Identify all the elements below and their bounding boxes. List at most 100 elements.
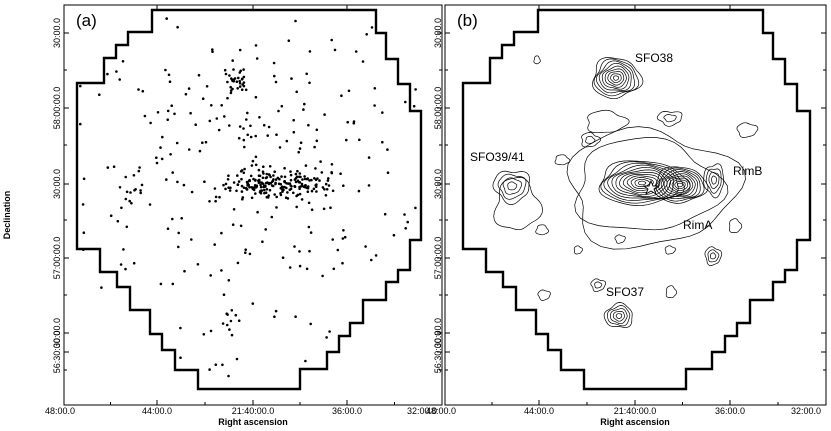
source-point bbox=[242, 186, 246, 189]
source-point bbox=[194, 123, 197, 126]
source-point bbox=[331, 238, 335, 241]
source-point bbox=[336, 248, 340, 252]
y-tick-label: 56:30:00.0 bbox=[433, 331, 443, 374]
source-point bbox=[137, 88, 140, 91]
contour-line bbox=[600, 161, 685, 204]
source-point bbox=[315, 139, 319, 143]
panel-a-y-ticks: 30:00.058:00:00.030:00.057:00:00.030:00.… bbox=[52, 18, 442, 373]
source-point bbox=[330, 171, 334, 175]
panel-b-label: (b) bbox=[457, 11, 478, 30]
source-point bbox=[129, 191, 132, 194]
source-point bbox=[165, 178, 168, 181]
contour-line bbox=[665, 285, 678, 299]
source-point bbox=[140, 183, 144, 187]
source-point bbox=[205, 85, 209, 88]
source-point bbox=[308, 81, 311, 85]
source-point bbox=[245, 118, 248, 121]
source-point bbox=[221, 363, 224, 367]
source-point bbox=[141, 89, 145, 93]
source-point bbox=[277, 109, 280, 113]
source-point bbox=[270, 215, 274, 219]
source-point bbox=[82, 177, 86, 181]
source-point bbox=[234, 313, 238, 317]
source-point bbox=[244, 88, 248, 92]
source-point bbox=[361, 60, 365, 63]
source-point bbox=[265, 172, 269, 176]
source-point bbox=[259, 191, 263, 195]
source-point bbox=[282, 185, 285, 189]
source-point bbox=[367, 156, 371, 159]
source-point bbox=[263, 191, 266, 195]
source-point bbox=[220, 104, 223, 107]
y-tick-label: 58:00:00.0 bbox=[52, 87, 62, 130]
contour-line bbox=[603, 302, 633, 328]
source-point bbox=[292, 130, 296, 134]
source-point bbox=[289, 173, 293, 177]
source-point bbox=[367, 184, 371, 187]
source-point bbox=[392, 233, 396, 237]
source-point bbox=[266, 181, 269, 184]
source-point bbox=[261, 240, 264, 243]
source-point bbox=[100, 286, 103, 289]
source-point bbox=[171, 217, 174, 221]
source-point bbox=[354, 50, 358, 53]
source-point bbox=[327, 177, 330, 180]
source-point bbox=[79, 122, 82, 126]
source-point bbox=[235, 189, 238, 193]
y-tick-label: 30:00.0 bbox=[52, 318, 62, 348]
source-point bbox=[246, 111, 249, 115]
source-point bbox=[272, 174, 275, 177]
source-point bbox=[294, 172, 298, 176]
source-point bbox=[274, 309, 278, 313]
source-point bbox=[314, 184, 318, 187]
source-point bbox=[292, 118, 296, 122]
source-point bbox=[166, 118, 169, 121]
source-point bbox=[305, 72, 309, 76]
source-point bbox=[255, 57, 259, 60]
source-point bbox=[240, 184, 244, 188]
y-tick-label: 57:00:00.0 bbox=[433, 237, 443, 280]
source-point bbox=[230, 77, 233, 80]
source-point bbox=[220, 269, 223, 272]
contour-line bbox=[634, 178, 651, 187]
source-point bbox=[227, 374, 230, 378]
source-point bbox=[235, 80, 239, 83]
contour-line bbox=[507, 181, 518, 191]
source-point bbox=[342, 229, 345, 232]
source-point bbox=[300, 198, 304, 201]
source-point bbox=[343, 235, 347, 239]
source-point bbox=[190, 190, 194, 194]
source-point bbox=[246, 182, 250, 185]
source-point bbox=[236, 261, 240, 265]
contour-line bbox=[663, 173, 696, 197]
source-point bbox=[381, 111, 384, 114]
source-point bbox=[307, 225, 311, 229]
source-point bbox=[161, 135, 164, 139]
source-point bbox=[257, 174, 261, 177]
source-point bbox=[82, 231, 86, 234]
source-point bbox=[309, 322, 313, 326]
region-label-rimb: RimB bbox=[733, 164, 762, 178]
source-point bbox=[179, 326, 182, 330]
source-point bbox=[120, 206, 123, 210]
source-point bbox=[198, 149, 202, 153]
source-point bbox=[304, 359, 307, 363]
source-point bbox=[233, 77, 237, 80]
source-point bbox=[190, 238, 193, 241]
source-point bbox=[342, 184, 345, 187]
contour-line bbox=[574, 137, 729, 231]
source-point bbox=[203, 180, 206, 183]
source-point bbox=[201, 97, 205, 100]
y-tick-label: 57:00:00.0 bbox=[52, 237, 62, 280]
source-point bbox=[275, 195, 279, 199]
source-point bbox=[262, 165, 265, 168]
source-point bbox=[130, 201, 133, 205]
source-point bbox=[265, 188, 269, 191]
source-point bbox=[230, 333, 234, 337]
contour-line bbox=[638, 180, 647, 186]
source-point bbox=[298, 187, 301, 191]
contour-line bbox=[594, 281, 603, 289]
source-point bbox=[240, 88, 244, 91]
source-point bbox=[298, 181, 302, 184]
